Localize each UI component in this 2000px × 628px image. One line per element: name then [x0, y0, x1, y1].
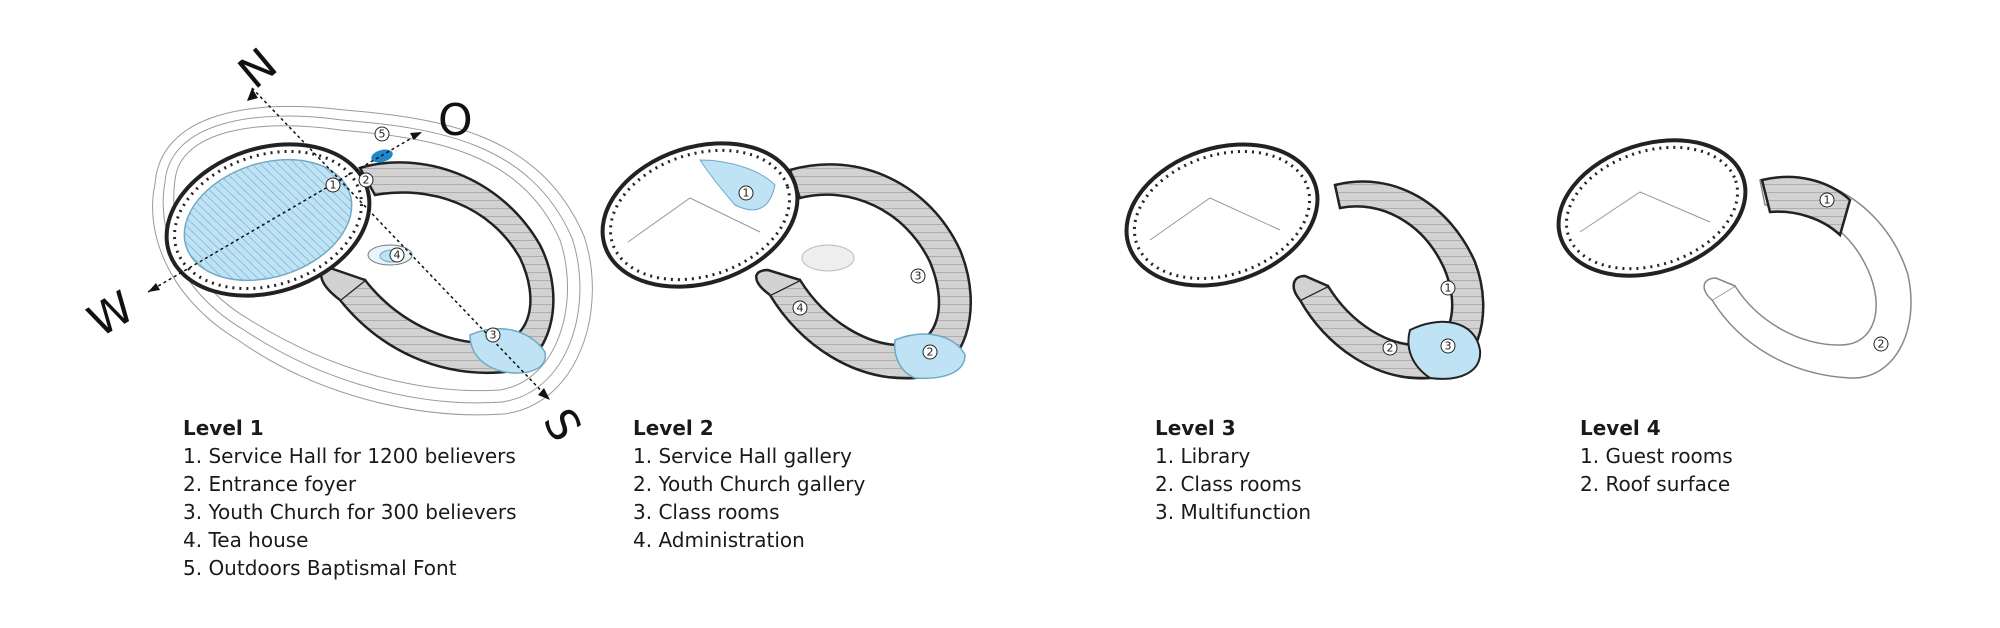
- marker-1: 1: [1445, 282, 1452, 295]
- level-2-title: Level 2: [633, 416, 714, 440]
- level-1-title: Level 1: [183, 416, 264, 440]
- level-1-legend: Level 1 1. Service Hall for 1200 believe…: [183, 414, 517, 582]
- compass-east-label: O: [438, 95, 473, 146]
- level-4-title: Level 4: [1580, 416, 1661, 440]
- guest-rooms: [1760, 175, 1852, 238]
- level-3-legend: Level 3 1. Library 2. Class rooms 3. Mul…: [1155, 414, 1311, 526]
- marker-2: 2: [1387, 342, 1394, 355]
- compass-west-label: W: [80, 282, 143, 348]
- marker-1: 1: [1824, 194, 1831, 207]
- marker-3: 3: [1445, 340, 1452, 353]
- compass-south-label: S: [533, 400, 591, 450]
- level-2-markers: 1 2 3 4: [738, 185, 938, 360]
- roof-surface: [1710, 176, 1912, 379]
- marker-1: 1: [330, 179, 337, 192]
- level-2-plan: 1 2 3 4: [600, 141, 973, 380]
- legend-item: 4. Tea house: [183, 528, 309, 552]
- level-4-legend: Level 4 1. Guest rooms 2. Roof surface: [1580, 414, 1733, 498]
- level-1-markers: 1 2 3 4 5: [325, 126, 501, 343]
- legend-item: 3. Youth Church for 300 believers: [183, 500, 517, 524]
- legend-item: 2. Class rooms: [1155, 472, 1302, 496]
- legend-item: 3. Multifunction: [1155, 500, 1312, 524]
- marker-2: 2: [927, 346, 934, 359]
- compass-axes: [147, 87, 551, 401]
- marker-5: 5: [379, 128, 386, 141]
- marker-4: 4: [797, 302, 804, 315]
- legend-item: 1. Service Hall gallery: [633, 444, 852, 468]
- service-wing: [338, 161, 555, 375]
- level-3-plan: 1 2 3: [1124, 142, 1485, 380]
- legend-item: 2. Youth Church gallery: [633, 472, 866, 496]
- level-3-markers: 1 2 3: [1382, 280, 1456, 356]
- marker-2: 2: [1878, 338, 1885, 351]
- compass-north-label: N: [229, 39, 287, 99]
- legend-item: 2. Roof surface: [1580, 472, 1731, 496]
- service-hall-seating: [183, 158, 353, 282]
- level-1-plan: N O W S 1 2 3 4 5: [80, 39, 593, 450]
- legend-item: 1. Service Hall for 1200 believers: [183, 444, 516, 468]
- legend-item: 5. Outdoors Baptismal Font: [183, 556, 457, 580]
- legend-item: 1. Guest rooms: [1580, 444, 1733, 468]
- legend-item: 4. Administration: [633, 528, 805, 552]
- legend-item: 1. Library: [1155, 444, 1251, 468]
- marker-1: 1: [743, 187, 750, 200]
- legend-item: 2. Entrance foyer: [183, 472, 357, 496]
- level-3-title: Level 3: [1155, 416, 1236, 440]
- landscape-contours: [152, 105, 593, 416]
- level-4-markers: 1 2: [1819, 192, 1889, 352]
- level-4-plan: 1 2: [1556, 138, 1912, 379]
- service-wing: [768, 163, 973, 380]
- marker-2: 2: [363, 174, 370, 187]
- level-2-legend: Level 2 1. Service Hall gallery 2. Youth…: [633, 414, 865, 554]
- legend-item: 3. Class rooms: [633, 500, 780, 524]
- marker-3: 3: [490, 329, 497, 342]
- marker-4: 4: [394, 249, 401, 262]
- service-wing: [1298, 180, 1485, 380]
- marker-3: 3: [915, 270, 922, 283]
